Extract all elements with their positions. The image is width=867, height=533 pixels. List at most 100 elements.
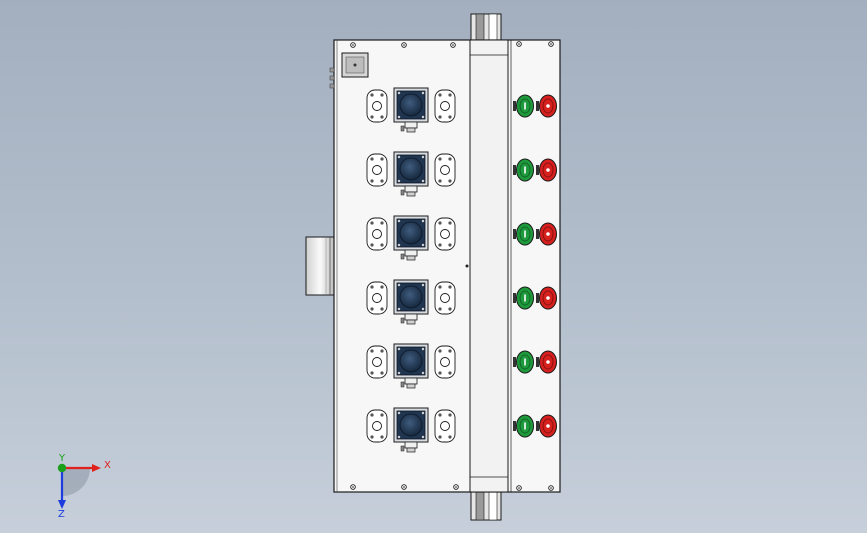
mount-bracket-bolt <box>370 371 374 375</box>
motor-terminal <box>400 189 405 196</box>
mount-bracket-bolt <box>438 179 442 183</box>
mount-bracket-bolt <box>438 349 442 353</box>
start-button-tag <box>513 421 516 431</box>
mount-bracket-bolt <box>370 285 374 289</box>
motor-rotor <box>399 413 423 437</box>
mount-bracket-bolt <box>370 157 374 161</box>
button-pair <box>513 350 557 374</box>
mount-bracket-bolt <box>380 93 384 97</box>
motor-coupler <box>404 185 418 193</box>
start-button-tag <box>513 165 516 175</box>
motor-shaft <box>406 383 416 389</box>
mount-bracket-bolt <box>438 285 442 289</box>
mount-bracket-bore <box>440 293 450 303</box>
mount-bracket-bolt <box>448 349 452 353</box>
panel-screw-center <box>352 486 354 488</box>
center-marker <box>465 264 469 268</box>
start-button-tag <box>513 357 516 367</box>
z-axis-arrow <box>58 500 66 509</box>
x-axis-arrow <box>92 464 101 472</box>
motor-rotor <box>399 349 423 373</box>
panel-screw-center <box>455 486 457 488</box>
mount-bracket-bolt <box>438 221 442 225</box>
motor-coupler <box>404 313 418 321</box>
start-button-mark <box>524 166 526 174</box>
start-button-mark <box>524 422 526 430</box>
mount-bracket-bolt <box>380 307 384 311</box>
motor-bolt <box>421 179 425 183</box>
mount-bracket-bolt <box>448 307 452 311</box>
motor-bolt <box>397 411 401 415</box>
motor-shaft <box>406 191 416 197</box>
motor-station <box>366 407 456 453</box>
motor-bolt <box>421 91 425 95</box>
mount-bracket-bolt <box>438 435 442 439</box>
mount-bracket-bolt <box>448 221 452 225</box>
stop-button-tag <box>536 357 539 367</box>
motor-coupler <box>404 377 418 385</box>
motor-bolt <box>397 179 401 183</box>
start-button-mark <box>524 102 526 110</box>
mount-bracket-bore <box>372 101 382 111</box>
mount-bracket-bolt <box>370 349 374 353</box>
mount-bracket-bolt <box>438 115 442 119</box>
motor-station <box>366 343 456 389</box>
mount-bracket-bolt <box>448 435 452 439</box>
mount-bracket-bolt <box>370 93 374 97</box>
motor-rotor <box>399 285 423 309</box>
stop-button-mark <box>546 296 550 300</box>
stop-button-ring <box>542 162 554 178</box>
mount-bracket-bore <box>440 357 450 367</box>
motor-bolt <box>397 371 401 375</box>
motor-terminal <box>400 317 405 324</box>
motor-bolt <box>397 435 401 439</box>
motor-station <box>366 215 456 261</box>
button-pair <box>513 286 557 310</box>
mount-bracket-bolt <box>438 413 442 417</box>
mount-bracket-bolt <box>448 243 452 247</box>
mount-bracket-bore <box>440 421 450 431</box>
panel-screw-center <box>403 486 405 488</box>
mount-bracket-bolt <box>448 285 452 289</box>
motor-bolt <box>397 219 401 223</box>
motor-bolt <box>397 155 401 159</box>
mount-bracket-bolt <box>448 371 452 375</box>
stop-button-mark <box>546 104 550 108</box>
motor-bolt <box>421 283 425 287</box>
mount-bracket-bore <box>372 357 382 367</box>
motor-rotor <box>399 221 423 245</box>
push-button-column <box>513 94 557 438</box>
motor-bolt <box>421 371 425 375</box>
panel-screw-center <box>518 43 520 45</box>
stop-button-tag <box>536 165 539 175</box>
motor-coupler <box>404 441 418 449</box>
mount-bracket-bolt <box>380 435 384 439</box>
mount-bracket-bolt <box>370 307 374 311</box>
mount-bracket-bolt <box>380 157 384 161</box>
motor-terminal <box>400 381 405 388</box>
mount-bracket-bolt <box>438 93 442 97</box>
motor-bolt <box>397 91 401 95</box>
mount-bracket-bolt <box>380 371 384 375</box>
start-button-ring <box>519 226 531 242</box>
start-button-mark <box>524 358 526 366</box>
stop-button-ring <box>542 418 554 434</box>
motor-bolt <box>421 347 425 351</box>
start-button-ring <box>519 162 531 178</box>
motor-bolt <box>421 243 425 247</box>
mount-bracket-bolt <box>380 243 384 247</box>
mount-bracket-bolt <box>370 221 374 225</box>
motor-bolt <box>397 347 401 351</box>
motor-bolt <box>421 307 425 311</box>
mount-bracket-bolt <box>448 157 452 161</box>
mount-bracket-bore <box>440 229 450 239</box>
mount-bracket-bolt <box>380 285 384 289</box>
mount-bracket-bolt <box>370 179 374 183</box>
motor-bolt <box>421 219 425 223</box>
motor-bolt <box>397 243 401 247</box>
motor-terminal <box>400 125 405 132</box>
mount-bracket-bolt <box>438 243 442 247</box>
start-button-tag <box>513 101 516 111</box>
panel-screws <box>350 41 554 491</box>
